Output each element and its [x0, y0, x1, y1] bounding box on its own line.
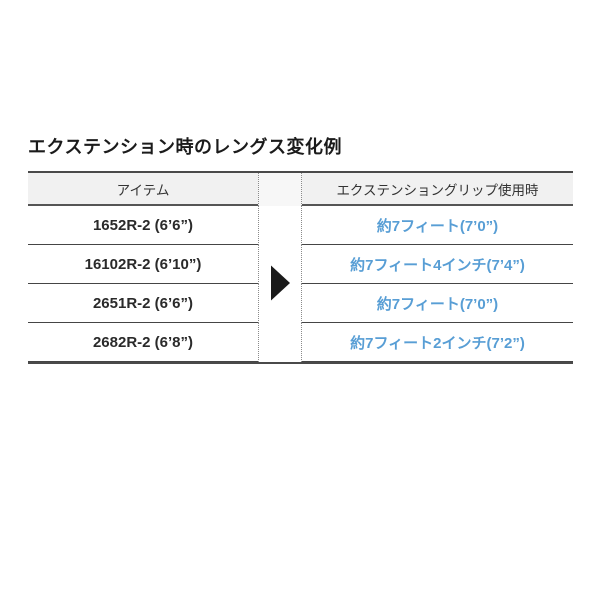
right-arrow-icon [271, 265, 290, 301]
header-cell-item: アイテム [28, 173, 258, 206]
extended-cell: 約7フィート(7’0”) [302, 206, 573, 245]
page-title: エクステンション時のレングス変化例 [28, 137, 342, 157]
table-row: 1652R-2 (6’6”) 約7フィート(7’0”) [28, 206, 573, 245]
extended-cell: 約7フィート2インチ(7’2”) [302, 323, 573, 362]
table-row: 2651R-2 (6’6”) 約7フィート(7’0”) [28, 284, 573, 323]
header-gutter-cell [258, 173, 302, 206]
extended-cell: 約7フィート4インチ(7’4”) [302, 245, 573, 284]
length-change-table: アイテム エクステンショングリップ使用時 1652R-2 (6’6”) 約7フィ… [28, 171, 573, 364]
item-cell: 2682R-2 (6’8”) [28, 323, 258, 362]
gutter-cell [258, 206, 302, 245]
item-cell: 1652R-2 (6’6”) [28, 206, 258, 245]
item-cell: 2651R-2 (6’6”) [28, 284, 258, 323]
table-row: 16102R-2 (6’10”) 約7フィート4インチ(7’4”) [28, 245, 573, 284]
item-cell: 16102R-2 (6’10”) [28, 245, 258, 284]
extended-cell: 約7フィート(7’0”) [302, 284, 573, 323]
header-cell-extended: エクステンショングリップ使用時 [302, 173, 573, 206]
table-row: 2682R-2 (6’8”) 約7フィート2インチ(7’2”) [28, 323, 573, 362]
gutter-cell [258, 323, 302, 362]
gutter-cell [258, 284, 302, 323]
table-header-row: アイテム エクステンショングリップ使用時 [28, 173, 573, 206]
gutter-cell [258, 245, 302, 284]
